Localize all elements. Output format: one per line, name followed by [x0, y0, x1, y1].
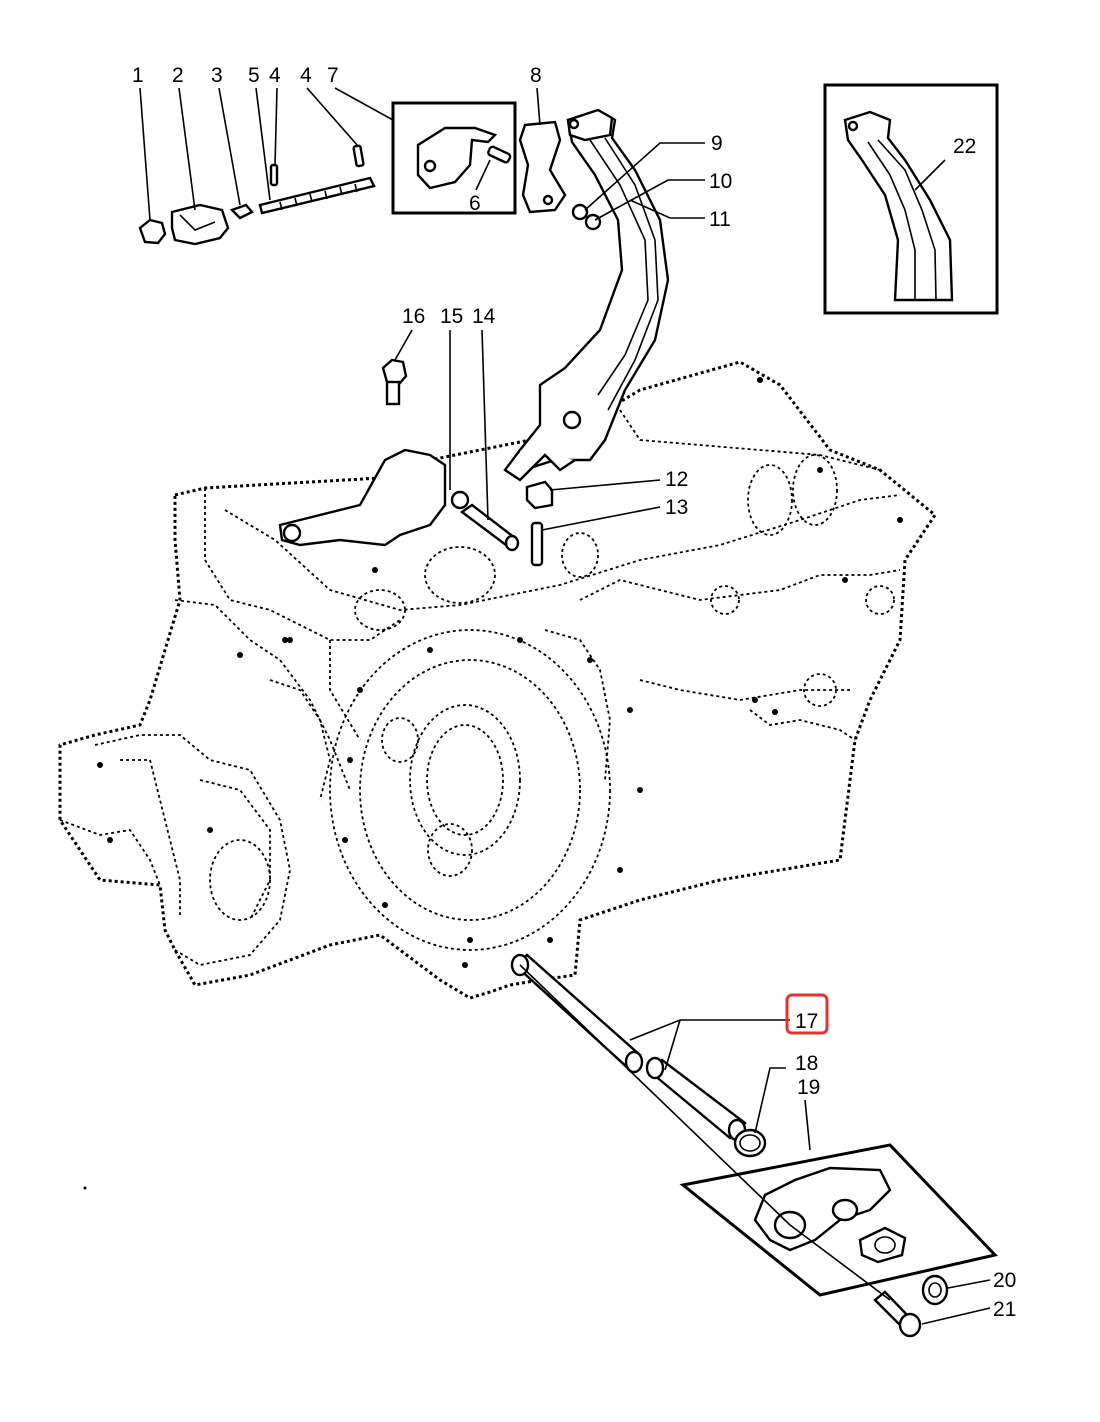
transmission-housing: [58, 360, 938, 1190]
callout-9: 9: [711, 132, 723, 155]
part-4-pin-b: [352, 144, 365, 168]
callout-19: 19: [797, 1076, 820, 1099]
callout-13: 13: [665, 496, 688, 519]
part-2-clevis: [170, 203, 230, 246]
part-3-spring: [229, 203, 254, 220]
callout-8: 8: [530, 64, 542, 87]
part-20-washer: [921, 1274, 949, 1306]
callout-labels: 1 2 3 5 4 4 7 8 6 9 10 11 22 16 15 14 12…: [132, 64, 1016, 1321]
part-6-pin: [487, 145, 512, 164]
callout-7: 7: [327, 64, 339, 87]
callout-21: 21: [993, 1298, 1016, 1321]
callout-22: 22: [953, 135, 976, 158]
part-17-shaft-short: [645, 1056, 747, 1142]
callout-10: 10: [709, 170, 732, 193]
callout-16: 16: [402, 305, 425, 328]
part-13-pin: [530, 521, 544, 567]
part-12-block: [525, 480, 554, 510]
part-5-threaded-rod: [258, 176, 376, 215]
callout-4b: 4: [300, 64, 312, 87]
callout-15: 15: [440, 305, 463, 328]
part-4-pin-a: [269, 163, 279, 187]
part-21-bolt: [873, 1290, 922, 1338]
callout-11: 11: [709, 208, 731, 231]
callout-18: 18: [795, 1052, 818, 1075]
part-17-shaft-long: [510, 953, 644, 1074]
callout-1: 1: [132, 64, 144, 87]
callout-3: 3: [211, 64, 223, 87]
part-15-bracket: [278, 448, 470, 547]
part-22-inset-box: [823, 83, 999, 315]
callout-14: 14: [472, 305, 496, 328]
part-14-pin: [459, 503, 520, 552]
part-1-nut: [138, 218, 167, 245]
callout-2: 2: [172, 64, 184, 87]
callout-20: 20: [993, 1269, 1016, 1292]
callout-12: 12: [665, 468, 688, 491]
part-8-link: [518, 120, 567, 214]
part-19-inset-box: [679, 1143, 998, 1297]
leader-lines: [139, 87, 991, 1325]
callout-5: 5: [248, 64, 260, 87]
callout-17: 17: [795, 1010, 818, 1033]
part-18-ring: [733, 1128, 767, 1158]
callout-6: 6: [469, 192, 481, 215]
part-16-bolt: [381, 358, 408, 406]
callout-4a: 4: [269, 64, 281, 87]
part-10-clip: [584, 213, 602, 231]
part-9-washer: [571, 203, 589, 221]
highlight-box-17: [785, 993, 829, 1035]
